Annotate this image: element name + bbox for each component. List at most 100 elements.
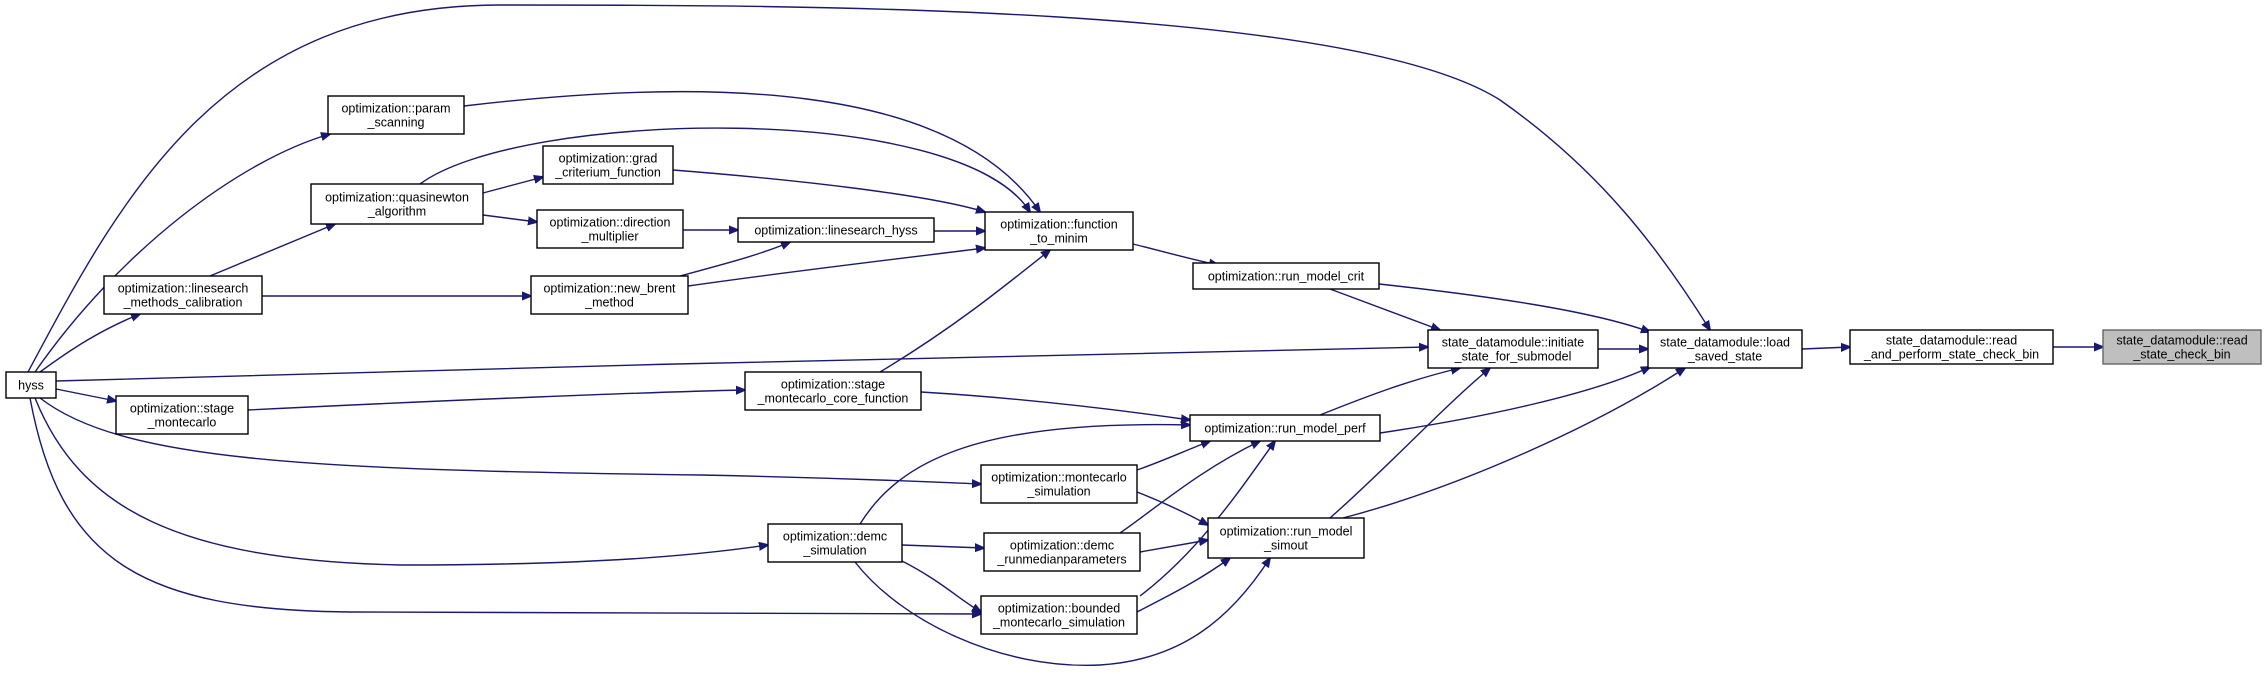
node-box[interactable] (103, 275, 263, 315)
node-box[interactable] (310, 183, 484, 225)
edge-hyss-to-stage-montecarlo (55, 388, 116, 401)
node-label-line: _state_check_bin (2132, 348, 2230, 362)
node-label-line: _simulation (1026, 485, 1090, 499)
node-label-line: state_datamodule::read (2116, 334, 2247, 348)
edge-stage-montecarlo-core-function-to-function-to-minim (879, 250, 1050, 373)
node-label-line: optimization::montecarlo (991, 471, 1127, 485)
edge-param-scanning-to-function-to-minim (463, 90, 1040, 212)
edge-quasinewton-algorithm-to-grad-criterium-function (482, 177, 543, 194)
graph-node-run-model-perf[interactable]: optimization::run_model_perf (1189, 414, 1381, 442)
node-label-line: _method (584, 296, 634, 310)
edge-hyss-to-demc-simulation (34, 397, 768, 566)
node-label-line: optimization::demc (1010, 539, 1114, 553)
edge-run-model-simout-to-load-saved-state (1342, 368, 1685, 519)
node-box[interactable] (327, 95, 465, 135)
graph-node-new-brent-method[interactable]: optimization::new_brent_method (530, 275, 689, 315)
node-label-line: optimization::bounded (998, 602, 1120, 616)
node-box[interactable] (1189, 414, 1381, 442)
node-box[interactable] (983, 532, 1141, 572)
graph-node-stage-montecarlo[interactable]: optimization::stage_montecarlo (115, 395, 249, 435)
graph-node-run-model-simout[interactable]: optimization::run_model_simout (1207, 517, 1365, 559)
node-label-line: state_datamodule::initiate (1442, 336, 1585, 350)
node-box[interactable] (1192, 262, 1380, 290)
node-label-line: optimization::direction (550, 216, 671, 230)
edge-demc-simulation-to-demc-runmedianparameters (901, 545, 984, 548)
node-label-line: _criterium_function (554, 166, 661, 180)
edge-load-saved-state-to-read-and-perform-state-check-bin (1801, 347, 1850, 349)
graph-node-linesearch-hyss[interactable]: optimization::linesearch_hyss (737, 217, 935, 243)
node-label-line: optimization::linesearch_hyss (754, 224, 917, 238)
node-label-line: state_datamodule::load (1660, 336, 1790, 350)
node-label-line: optimization::run_model (1220, 525, 1353, 539)
edge-quasinewton-algorithm-to-function-to-minim (419, 127, 1030, 212)
node-box[interactable] (737, 217, 935, 243)
node-label-line: _to_minim (1029, 232, 1088, 246)
node-box[interactable] (767, 523, 903, 563)
node-label-line: hyss (18, 379, 44, 393)
node-label-line: optimization::param (341, 102, 450, 116)
edge-hyss-to-load-saved-state (27, 4, 1710, 373)
edges-layer (27, 4, 2103, 667)
node-box[interactable] (1207, 517, 1365, 559)
edge-run-model-perf-to-load-saved-state (1379, 367, 1650, 434)
node-box[interactable] (744, 371, 922, 411)
edge-new-brent-method-to-function-to-minim (687, 248, 985, 287)
edge-demc-simulation-to-run-model-perf (859, 425, 1190, 525)
node-label-line: _and_perform_state_check_bin (1863, 348, 2039, 362)
node-label-line: _simulation (802, 544, 866, 558)
edge-stage-montecarlo-to-stage-montecarlo-core-function (247, 390, 745, 411)
node-box[interactable] (542, 145, 674, 185)
node-label-line: _multiplier (581, 230, 639, 244)
node-label-line: optimization::linesearch (118, 282, 249, 296)
node-label-line: optimization::grad (559, 152, 658, 166)
edge-run-model-crit-to-load-saved-state (1378, 283, 1650, 332)
node-label-line: state_datamodule::read (1886, 334, 2017, 348)
graph-node-load-saved-state[interactable]: state_datamodule::load_saved_state (1647, 329, 1803, 369)
node-box[interactable] (2102, 329, 2262, 365)
graph-node-direction-multiplier[interactable]: optimization::direction_multiplier (536, 209, 684, 249)
edge-montecarlo-simulation-to-run-model-perf (1136, 441, 1210, 471)
graph-node-param-scanning[interactable]: optimization::param_scanning (327, 95, 465, 135)
node-box[interactable] (980, 464, 1138, 504)
graph-node-read-and-perform-state-check-bin[interactable]: state_datamodule::read_and_perform_state… (1849, 329, 2054, 365)
node-label-line: _saved_state (1687, 350, 1762, 364)
edge-grad-criterium-function-to-function-to-minim (672, 169, 985, 212)
graph-node-bounded-montecarlo-simulation[interactable]: optimization::bounded_montecarlo_simulat… (980, 595, 1138, 635)
node-label-line: _runmedianparameters (996, 553, 1126, 567)
graph-node-linesearch-methods-calibration[interactable]: optimization::linesearch_methods_calibra… (103, 275, 263, 315)
graph-node-initiate-state-for-submodel[interactable]: state_datamodule::initiate_state_for_sub… (1427, 329, 1599, 369)
node-label-line: _scanning (367, 116, 425, 130)
edge-demc-runmedianparameters-to-run-model-perf (1119, 441, 1260, 534)
node-box[interactable] (1427, 329, 1599, 369)
edge-bounded-montecarlo-simulation-to-run-model-simout (1136, 558, 1230, 613)
edge-demc-simulation-to-run-model-simout (854, 558, 1270, 667)
node-box[interactable] (115, 395, 249, 435)
node-label-line: optimization::demc (783, 530, 887, 544)
graph-node-hyss[interactable]: hyss (5, 371, 57, 399)
edge-run-model-crit-to-initiate-state-for-submodel (1329, 288, 1440, 330)
node-box[interactable] (980, 595, 1138, 635)
node-label-line: _montecarlo_simulation (992, 616, 1125, 630)
edge-quasinewton-algorithm-to-direction-multiplier (482, 214, 537, 222)
node-box[interactable] (5, 371, 57, 399)
node-label-line: _algorithm (367, 205, 426, 219)
graph-node-demc-runmedianparameters[interactable]: optimization::demc_runmedianparameters (983, 532, 1141, 572)
node-box[interactable] (1849, 329, 2054, 365)
edge-hyss-to-initiate-state-for-submodel (55, 347, 1428, 382)
node-box[interactable] (984, 211, 1134, 251)
node-box[interactable] (1647, 329, 1803, 369)
edge-function-to-minim-to-run-model-crit (1132, 243, 1218, 265)
graph-node-read-state-check-bin[interactable]: state_datamodule::read_state_check_bin (2102, 329, 2262, 365)
graph-node-quasinewton-algorithm[interactable]: optimization::quasinewton_algorithm (310, 183, 484, 225)
graph-node-montecarlo-simulation[interactable]: optimization::montecarlo_simulation (980, 464, 1138, 504)
graph-node-demc-simulation[interactable]: optimization::demc_simulation (767, 523, 903, 563)
graph-node-grad-criterium-function[interactable]: optimization::grad_criterium_function (542, 145, 674, 185)
edge-demc-runmedianparameters-to-run-model-simout (1139, 540, 1208, 553)
graph-node-run-model-crit[interactable]: optimization::run_model_crit (1192, 262, 1380, 290)
edge-demc-simulation-to-bounded-montecarlo-simulation (899, 559, 981, 612)
node-box[interactable] (530, 275, 689, 315)
node-label-line: optimization::run_model_crit (1208, 270, 1365, 284)
graph-node-stage-montecarlo-core-function[interactable]: optimization::stage_montecarlo_core_func… (744, 371, 922, 411)
graph-node-function-to-minim[interactable]: optimization::function_to_minim (984, 211, 1134, 251)
node-box[interactable] (536, 209, 684, 249)
